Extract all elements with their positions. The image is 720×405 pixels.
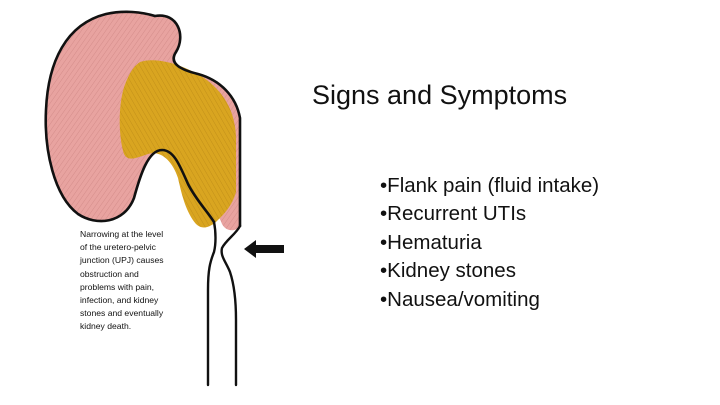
ureter-left-wall [206, 220, 217, 387]
arrow-icon [244, 240, 284, 258]
symptom-list: •Flank pain (fluid intake) •Recurrent UT… [380, 172, 599, 314]
symptom-item: •Kidney stones [380, 259, 516, 283]
upj-caption: Narrowing at the level of the uretero-pe… [80, 229, 164, 332]
symptom-item: •Flank pain (fluid intake) [380, 174, 600, 197]
symptom-item: •Recurrent UTIs [380, 202, 527, 226]
slide-title: Signs and Symptoms [312, 80, 568, 110]
ureter-right-wall [220, 224, 242, 387]
kidney-upj-illustration [44, 10, 284, 387]
kidney-outline [44, 10, 242, 228]
symptom-item: •Hematuria [380, 230, 482, 254]
symptom-item: •Nausea/vomiting [380, 287, 540, 311]
